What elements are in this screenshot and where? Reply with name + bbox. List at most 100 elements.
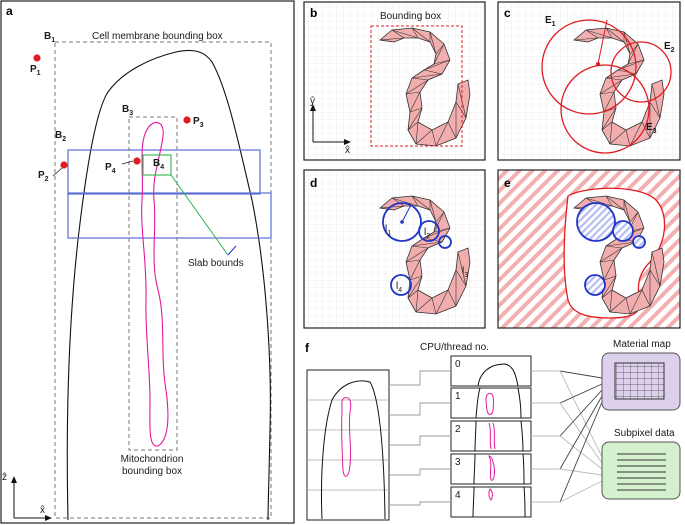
mesh-edge	[429, 199, 437, 223]
panel-f: f CPU/thread no. 0 1 2	[305, 339, 681, 521]
mesh-edge	[405, 79, 429, 95]
panel-d-letter: d	[310, 176, 317, 190]
mesh-edge	[411, 27, 419, 39]
mesh-edge	[391, 29, 405, 39]
mesh-edge	[601, 121, 613, 131]
p3-label: P3	[193, 116, 204, 129]
mesh-edge	[379, 37, 405, 41]
y-axis-b-arrowhead	[310, 104, 316, 111]
panel-a-letter: a	[6, 4, 13, 18]
e1-radius	[597, 19, 608, 65]
mesh-edge	[411, 195, 431, 211]
mesh-edge	[433, 59, 451, 65]
sphere-l3	[438, 235, 452, 249]
mesh-edge	[599, 79, 623, 95]
mesh-edge	[585, 197, 613, 207]
mesh-edge	[455, 101, 467, 119]
mesh-edge	[411, 245, 429, 249]
mesh-body	[379, 27, 471, 147]
mesh-edge	[409, 91, 421, 113]
slab-bound-upper	[67, 149, 261, 195]
mesh-edge	[629, 43, 639, 55]
mesh-edge	[435, 121, 449, 147]
mesh-edge	[623, 31, 631, 55]
connector-0	[389, 370, 451, 386]
panel-a: a Cell membrane bounding box B1 B2 B3 B4…	[0, 0, 295, 524]
cell-membrane-bounding-box	[54, 41, 272, 519]
x-axis-a-arrowhead	[45, 515, 52, 521]
e2-label: E2	[664, 41, 675, 54]
x-axis-b-label: x̂	[345, 144, 350, 156]
mesh-edge	[609, 297, 627, 313]
mesh-edge	[649, 269, 661, 287]
mesh-edge	[433, 227, 451, 233]
mesh-edge	[415, 121, 419, 145]
fan-lines	[531, 370, 603, 503]
panel-a-frame	[0, 0, 295, 524]
mito-outline-f	[341, 397, 352, 477]
mesh-edge	[433, 211, 445, 233]
mesh-bounding-box	[370, 25, 463, 147]
panel-c: c E1 E2 E3	[497, 1, 681, 161]
mesh-edge	[411, 195, 419, 207]
mesh-edge	[641, 121, 651, 139]
mesh-body	[573, 27, 665, 147]
mesh-edge	[407, 275, 423, 299]
slab-leader-line	[227, 245, 237, 256]
thread-box-1: 1	[450, 387, 532, 419]
mesh-edge	[641, 289, 651, 307]
mesh-body	[379, 195, 471, 315]
mesh-edge	[423, 69, 443, 75]
mesh-edge	[429, 31, 437, 55]
subpixel-data-lines	[617, 453, 666, 491]
mesh-edge	[603, 275, 617, 281]
mesh-edge	[649, 101, 661, 119]
mesh-edge	[601, 289, 613, 299]
mesh-edge	[625, 129, 631, 147]
mesh-edge	[411, 77, 429, 81]
mesh-edge	[379, 39, 395, 43]
p4-point	[133, 157, 141, 165]
thread-box-2: 2	[450, 420, 532, 452]
mesh-edge	[391, 29, 419, 39]
slab-bound-lower	[67, 192, 272, 239]
thread-box-0: 0	[450, 355, 532, 387]
b3-label: B3	[122, 104, 133, 117]
ellipse-e1	[541, 19, 637, 115]
e1-label: E1	[545, 15, 556, 28]
b1-label: B1	[44, 31, 55, 44]
panel-e-letter: e	[504, 176, 511, 190]
filled-sphere-3	[632, 235, 646, 249]
mesh-edge	[405, 259, 421, 263]
mesh-d	[379, 195, 471, 315]
subpixel-data-label: Subpixel data	[614, 428, 675, 439]
x-axis-b-arrowhead	[344, 139, 351, 145]
panel-b: b Bounding box ŷ x̂	[303, 1, 486, 161]
mesh-edge	[605, 241, 637, 247]
l4-label: l4	[396, 281, 402, 294]
panel-d-frame	[303, 169, 486, 329]
ellipse-e3	[560, 64, 650, 154]
panel-c-letter: c	[504, 6, 511, 20]
mesh-edge	[433, 43, 445, 65]
mesh-edge	[627, 43, 639, 65]
cpu-thread-label: CPU/thread no.	[420, 342, 489, 353]
mesh-edge	[457, 251, 467, 287]
mitochondrion-outline	[141, 121, 169, 447]
mesh-edge	[585, 29, 613, 39]
thread-3-label: 3	[455, 457, 461, 468]
mesh-edge	[415, 297, 433, 313]
mesh-edge	[411, 241, 443, 247]
panel-f-letter: f	[305, 341, 310, 355]
b4-box	[142, 154, 172, 176]
cell-membrane-outline	[66, 49, 271, 521]
mesh-edge	[617, 69, 637, 75]
mesh-edge	[599, 247, 623, 263]
y-axis-b-label: ŷ	[310, 96, 315, 107]
mesh-edge	[423, 59, 451, 71]
mesh-edge	[409, 275, 423, 281]
mesh-edge	[605, 77, 623, 81]
bounding-box-label: Bounding box	[380, 11, 441, 22]
mesh-edge	[609, 121, 613, 145]
mito-bbox-label-line2: bounding box	[122, 466, 182, 477]
